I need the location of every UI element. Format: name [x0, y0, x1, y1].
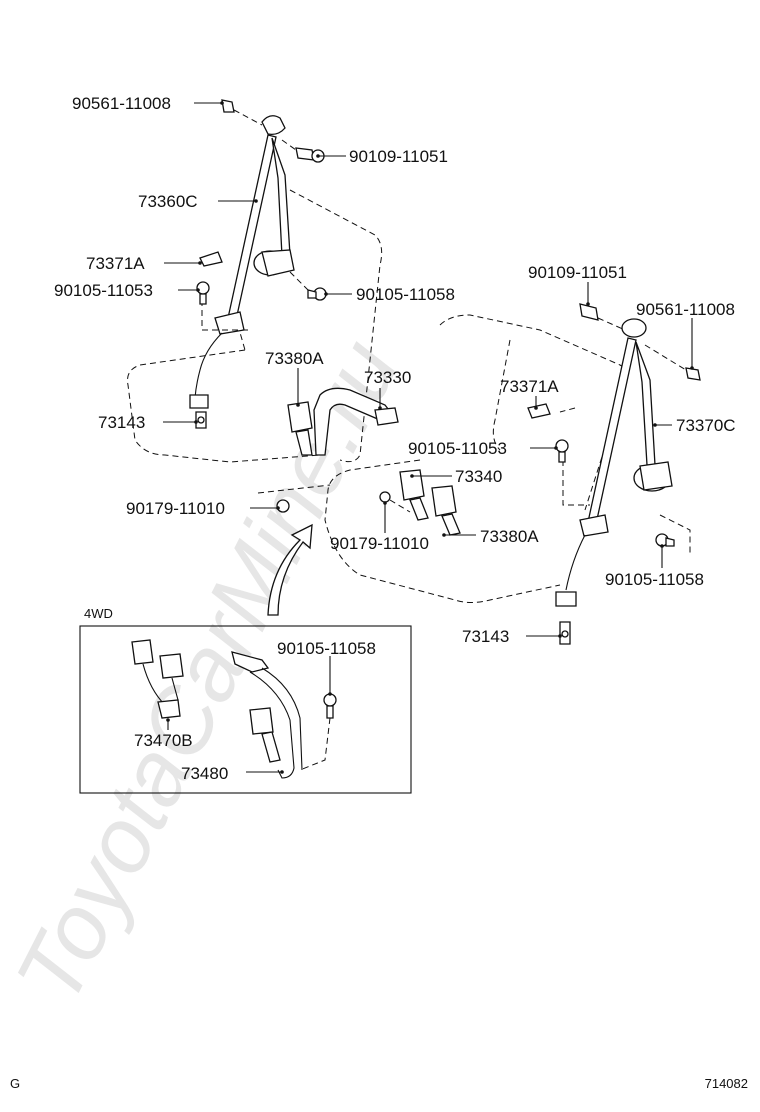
bolt-90561-11008-left — [221, 99, 263, 126]
center-belt-73330 — [313, 387, 399, 456]
label-90105-11053-right: 90105-11053 — [408, 439, 507, 458]
label-73380a-left: 73380A — [265, 349, 324, 368]
right-seat-outline — [324, 314, 628, 603]
bolt-90105-11058-left — [289, 271, 327, 301]
watermark: ToyotaCarMine.ru — [0, 324, 418, 1019]
label-73370c: 73370C — [676, 416, 736, 435]
leader-lines — [163, 101, 694, 638]
left-seat-outline — [127, 189, 383, 463]
bolt-90109-11051-right — [579, 303, 626, 331]
belt-73480 — [231, 651, 303, 779]
bolt-73143-left — [195, 411, 207, 429]
bolt-90105-11058-right — [655, 514, 691, 555]
label-73143-right: 73143 — [462, 627, 509, 646]
label-90561-11008-right: 90561-11008 — [636, 300, 735, 319]
footer-left-code: G — [10, 1076, 20, 1091]
buckle-73380a-right — [431, 485, 461, 536]
label-73480: 73480 — [181, 764, 228, 783]
label-90179-11010-right: 90179-11010 — [330, 534, 429, 553]
label-73360c: 73360C — [138, 192, 198, 211]
right-belt-73370c — [555, 318, 673, 607]
buckle-73380a-left — [287, 401, 313, 456]
nut-90179-11010-left — [257, 484, 331, 513]
label-90561-11008-left: 90561-11008 — [72, 94, 171, 113]
label-73470b: 73470B — [134, 731, 193, 750]
label-90179-11010-left: 90179-11010 — [126, 499, 225, 518]
left-belt-73360c — [189, 115, 295, 409]
cover-73371a-right — [527, 403, 551, 419]
double-buckle-73470b — [131, 639, 184, 719]
label-90105-11053-left: 90105-11053 — [54, 281, 153, 300]
inset-frame — [79, 625, 412, 794]
label-90105-11058-left: 90105-11058 — [356, 285, 455, 304]
label-90105-11058-right: 90105-11058 — [605, 570, 704, 589]
part-labels: 90561-11008 90109-11051 73360C 73371A 90… — [54, 94, 736, 646]
label-73371a-left: 73371A — [86, 254, 145, 273]
label-90109-11051-left: 90109-11051 — [349, 147, 448, 166]
label-73371a-right: 73371A — [500, 377, 559, 396]
label-73143-left: 73143 — [98, 413, 145, 432]
label-73340: 73340 — [455, 467, 502, 486]
bolt-73143-right — [559, 621, 571, 645]
label-73380a-right: 73380A — [480, 527, 539, 546]
arrow-to-inset — [267, 523, 313, 616]
buckle-73340 — [399, 469, 429, 521]
inset-label: 4WD — [84, 606, 113, 621]
bolt-90105-11053-right — [555, 439, 569, 463]
bolt-90561-11008-right — [644, 344, 701, 381]
bolt-90105-11053-left — [196, 281, 210, 305]
footer-diagram-number: 714082 — [705, 1076, 748, 1091]
label-90109-11051-right: 90109-11051 — [528, 263, 627, 282]
inset-4wd: 4WD 90105-11058 73470B 73480 — [79, 606, 412, 794]
cover-73371a-left — [199, 251, 223, 267]
bolt-90109-11051-left — [281, 139, 325, 163]
label-73330: 73330 — [364, 368, 411, 387]
bolt-90105-11058-inset — [299, 693, 337, 771]
label-90105-11058-inset: 90105-11058 — [277, 639, 376, 658]
